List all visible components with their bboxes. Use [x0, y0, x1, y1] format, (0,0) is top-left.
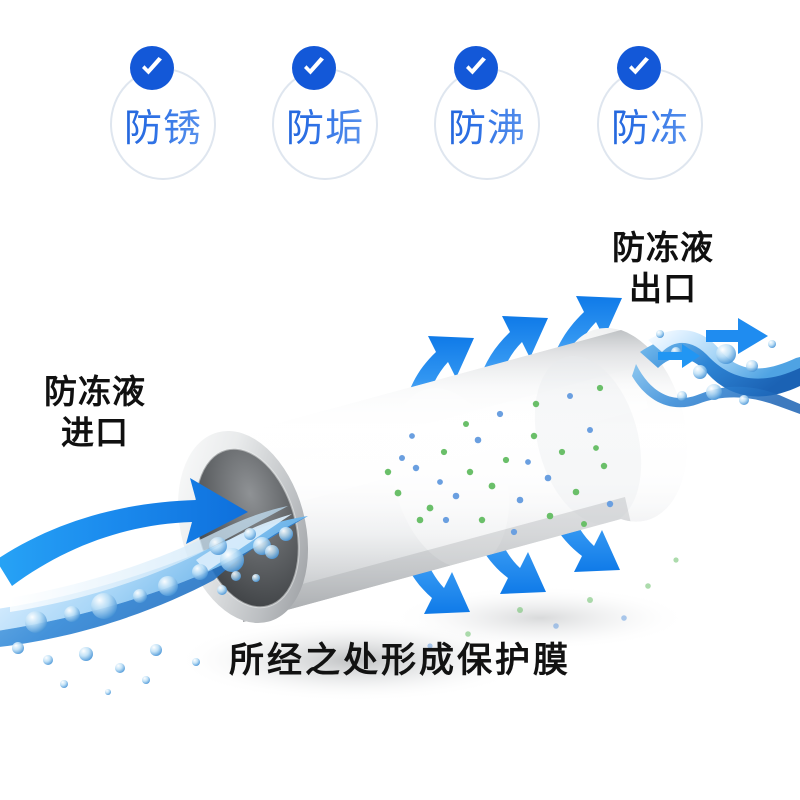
badge-label: 防沸: [434, 68, 540, 180]
inlet-label-line1: 防冻液: [44, 373, 146, 410]
badge-label: 防冻: [597, 68, 703, 180]
check-icon: [454, 46, 498, 90]
badge-label: 防垢: [272, 68, 378, 180]
check-icon: [130, 46, 174, 90]
outlet-arrow-small-icon: [658, 344, 700, 368]
inlet-arrow-icon: [0, 478, 248, 586]
feature-badge-2[interactable]: 防沸: [434, 46, 540, 180]
outlet-arrow-large-icon: [706, 318, 768, 354]
inlet-label-line2: 进口: [61, 413, 129, 451]
outlet-label-line2: 出口: [629, 269, 697, 307]
badge-label: 防锈: [110, 68, 216, 180]
outlet-water-stream: [632, 318, 800, 414]
outlet-label-line1: 防冻液: [612, 229, 714, 266]
outlet-label: 防冻液 出口: [612, 228, 714, 310]
feature-badge-1[interactable]: 防垢: [272, 46, 378, 180]
feature-badge-3[interactable]: 防冻: [597, 46, 703, 180]
check-icon: [292, 46, 336, 90]
escaped-particles: [427, 557, 679, 649]
check-icon: [617, 46, 661, 90]
caption-text: 所经之处形成保护膜: [228, 641, 571, 680]
inlet-water-stream: [0, 478, 308, 695]
inlet-label: 防冻液 进口: [44, 372, 146, 454]
water-bubbles: [12, 527, 293, 695]
protective-film-particles: [384, 384, 614, 536]
feature-badge-0[interactable]: 防锈: [110, 46, 216, 180]
